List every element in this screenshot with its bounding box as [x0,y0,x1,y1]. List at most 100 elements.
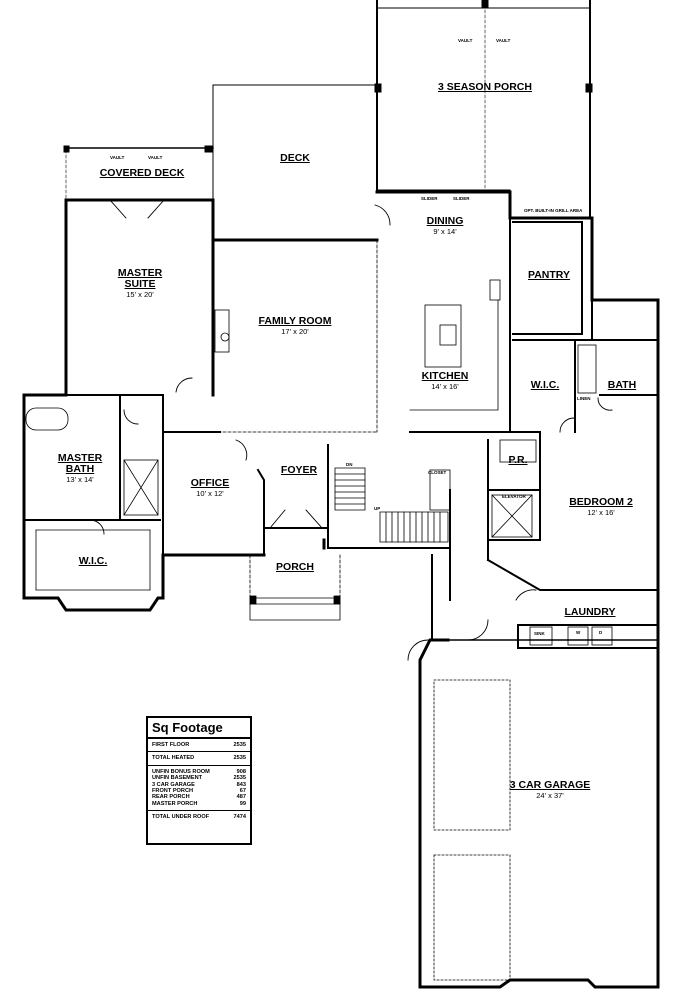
room-dimensions: 12' x 16' [587,508,615,518]
room-master-suite: MASTER SUITE 15' x 20' [100,267,180,300]
room-three-season-porch: 3 SEASON PORCH [410,81,560,93]
room-name: W.I.C. [530,379,560,391]
room-foyer: FOYER [272,464,326,476]
room-laundry: LAUNDRY [555,606,625,618]
sqft-row: FRONT PORCH 67 [148,788,250,794]
room-name: BATH [607,379,637,391]
room-bath: BATH [600,379,644,391]
linen-label: LINEN [577,396,591,401]
sqft-label: REAR PORCH [152,794,190,801]
room-kitchen: KITCHEN 14' x 16' [405,370,485,392]
stair-up-label: UP [374,506,381,511]
sqft-value: 2535 [233,755,246,762]
interior-walls [23,217,659,649]
room-name: BEDROOM 2 [569,496,633,508]
room-dining: DINING 9' x 14' [405,215,485,237]
sqft-row-total-heated: TOTAL HEATED 2535 [148,755,250,761]
sqft-label: FIRST FLOOR [152,742,190,748]
sqft-value: 2535 [233,775,246,782]
room-covered-deck: COVERED DECK [82,167,202,179]
sqft-value: 7474 [233,814,246,821]
sqft-label: TOTAL UNDER ROOF [152,814,210,821]
grill-area-label: OPT. BUILT-IN GRILL AREA [524,208,583,213]
sqft-row: UNFIN BONUS ROOM 908 [148,769,250,775]
stair-down-label: DN [346,462,353,467]
room-bedroom-2: BEDROOM 2 12' x 16' [558,496,644,518]
room-name: 3 CAR GARAGE [509,779,591,791]
room-dimensions: 17' x 20' [281,327,309,337]
room-master-bath: MASTER BATH 13' x 14' [48,452,112,485]
sqft-row-total-under-roof: TOTAL UNDER ROOF 7474 [148,814,250,820]
sqft-value: 843 [236,781,246,788]
slider-label: SLIDER [453,196,470,201]
sqft-value: 99 [239,800,246,807]
heated-section: TOTAL HEATED 2535 [148,752,250,766]
room-name: P.R. [508,454,528,466]
room-pr: P.R. [500,454,536,466]
door-swings [89,199,613,661]
room-name: DECK [280,152,310,164]
square-footage-table: Sq Footage FIRST FLOOR 2535 TOTAL HEATED… [146,716,252,845]
room-name: W.I.C. [78,555,108,567]
sqft-label: TOTAL HEATED [152,755,195,762]
room-name: 3 SEASON PORCH [438,81,532,93]
sqft-row-first-floor: FIRST FLOOR 2535 [148,742,250,748]
room-dimensions: 13' x 14' [66,475,94,485]
room-dimensions: 10' x 12' [196,489,224,499]
room-name: MASTER BATH [57,452,103,476]
sqft-row: REAR PORCH 487 [148,794,250,800]
vault-label: VAULT [458,38,473,43]
room-deck: DECK [255,152,335,164]
square-footage-title: Sq Footage [148,718,250,739]
room-name: COVERED DECK [99,167,185,179]
room-garage: 3 CAR GARAGE 24' x 37' [495,779,605,801]
room-dimensions: 15' x 20' [126,290,154,300]
unheated-section: UNFIN BONUS ROOM 908 UNFIN BASEMENT 2535 3… [148,766,250,812]
vault-label: VAULT [110,155,125,160]
room-dimensions: 24' x 37' [536,791,564,801]
room-dimensions: 14' x 16' [431,382,459,392]
sqft-value: 67 [239,788,246,795]
sqft-label: UNFIN BASEMENT [152,775,203,782]
room-name: PANTRY [528,269,570,281]
sqft-row: UNFIN BASEMENT 2535 [148,775,250,781]
room-name: FAMILY ROOM [258,315,332,327]
room-wic-upper: W.I.C. [520,379,570,391]
sqft-label: MASTER PORCH [152,800,198,807]
room-porch: PORCH [265,561,325,573]
slider-label: SLIDER [421,196,438,201]
room-name: MASTER SUITE [117,267,163,291]
sqft-label: FRONT PORCH [152,788,194,795]
first-floor-section: FIRST FLOOR 2535 [148,739,250,753]
plan-details [25,239,613,981]
room-name: DINING [426,215,464,227]
elevator-label: ELEVATOR [502,494,526,499]
three-season-porch-outline [374,0,593,219]
room-name: OFFICE [190,477,230,489]
sqft-label: UNFIN BONUS ROOM [152,768,210,775]
deck-outline [212,84,511,241]
vault-label: VAULT [148,155,163,160]
sqft-value: 908 [236,768,246,775]
sink-label: SINK [534,631,545,636]
sqft-label: 3 CAR GARAGE [152,781,195,788]
covered-deck-outline [63,145,214,201]
sqft-value: 2535 [233,742,246,748]
exterior-walls [22,190,660,989]
washer-label: W [576,630,581,635]
sqft-value: 487 [236,794,246,801]
sqft-row: 3 CAR GARAGE 843 [148,782,250,788]
room-family-room: FAMILY ROOM 17' x 20' [245,315,345,337]
room-name: PORCH [276,561,314,573]
room-name: LAUNDRY [564,606,616,618]
room-name: KITCHEN [421,370,469,382]
total-section: TOTAL UNDER ROOF 7474 [148,811,250,823]
sqft-row: MASTER PORCH 99 [148,801,250,807]
closet-label: CLOSET [428,470,447,475]
room-name: FOYER [280,464,318,476]
vault-label: VAULT [496,38,511,43]
room-office: OFFICE 10' x 12' [180,477,240,499]
room-dimensions: 9' x 14' [433,227,457,237]
dryer-label: D [599,630,603,635]
